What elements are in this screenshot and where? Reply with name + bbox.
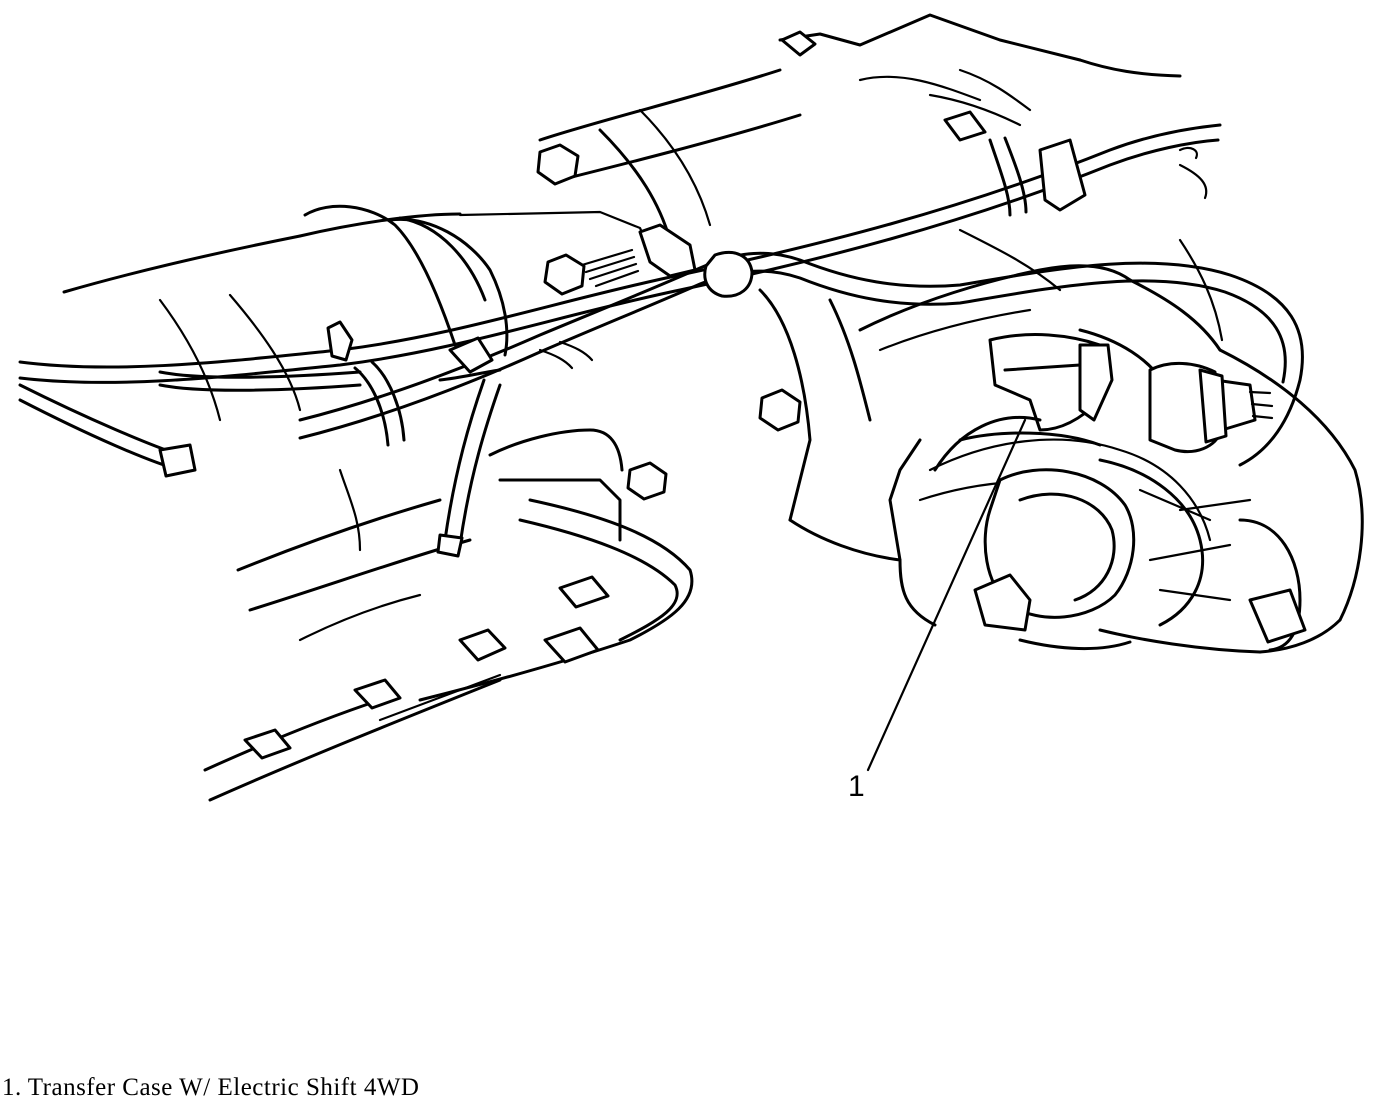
legend-item-number: 1. bbox=[2, 1074, 22, 1101]
callout-1-number: 1 bbox=[848, 770, 865, 803]
electric-shift-motor bbox=[933, 333, 1274, 632]
legend-item-text: Transfer Case W/ Electric Shift 4WD bbox=[27, 1074, 420, 1101]
callout-1-leader bbox=[866, 418, 1027, 772]
line-bundle bbox=[18, 123, 1222, 478]
line-clamps bbox=[326, 110, 1087, 447]
transfer-case-illustration bbox=[18, 13, 1364, 802]
legend-item-1: 1.Transfer Case W/ Electric Shift 4WD bbox=[2, 1074, 425, 1102]
transfer-case bbox=[758, 228, 1364, 654]
oil-pan bbox=[243, 428, 694, 760]
intermediate-housing bbox=[303, 13, 1182, 357]
transmission-housing bbox=[62, 212, 502, 802]
wiring-harness bbox=[298, 250, 1304, 558]
mounting-bolts bbox=[536, 143, 802, 501]
